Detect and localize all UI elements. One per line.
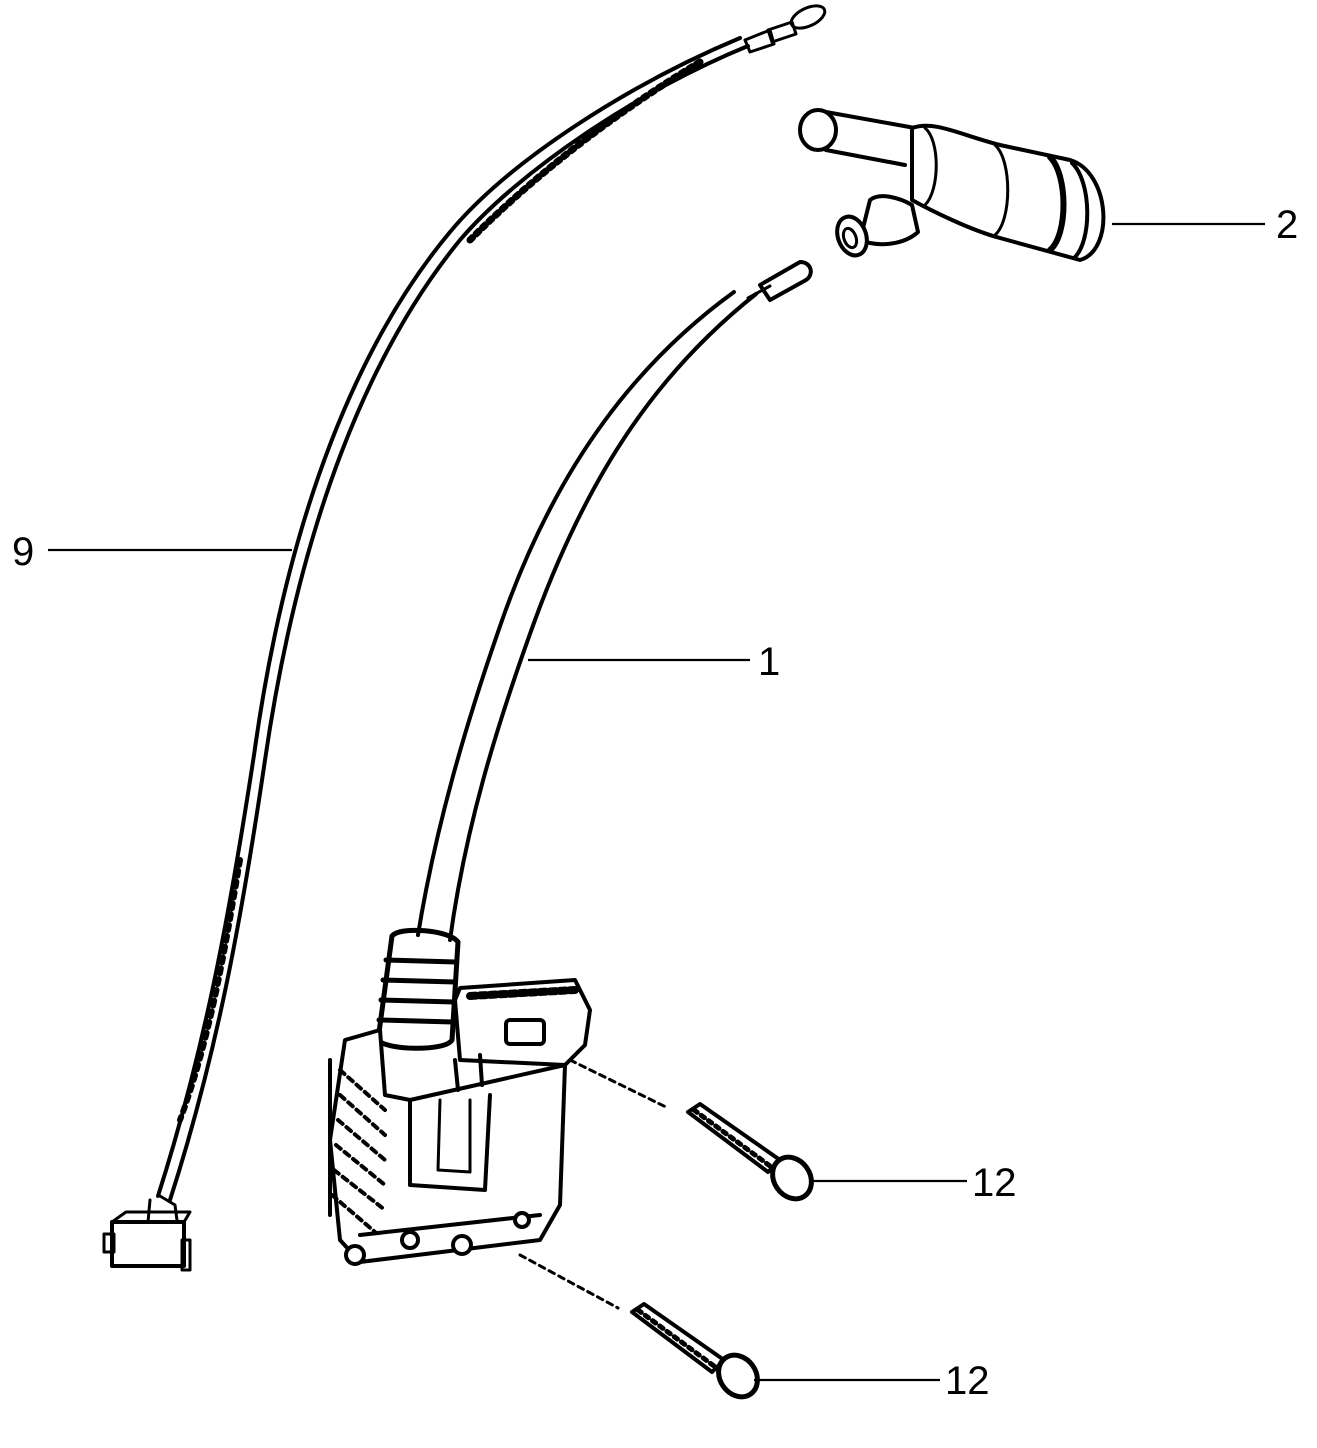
callout-label-2: 2 <box>1276 203 1298 247</box>
callout-label-1: 1 <box>758 640 780 684</box>
spark-plug-cap-part-2 <box>798 108 1106 262</box>
screw-part-12-upper <box>568 1058 814 1202</box>
wire-harness-part-9 <box>102 4 827 1272</box>
callout-label-12-upper: 12 <box>972 1161 1017 1205</box>
lead-boot <box>375 927 461 1051</box>
wire-connector-block <box>102 1194 192 1272</box>
ring-terminal <box>743 4 827 54</box>
screw-part-12-lower <box>518 1253 760 1400</box>
ignition-coil-part-1 <box>328 260 813 1266</box>
callout-label-12-lower: 12 <box>945 1359 990 1403</box>
callout-label-9: 9 <box>12 530 34 574</box>
coil-body <box>328 978 592 1266</box>
